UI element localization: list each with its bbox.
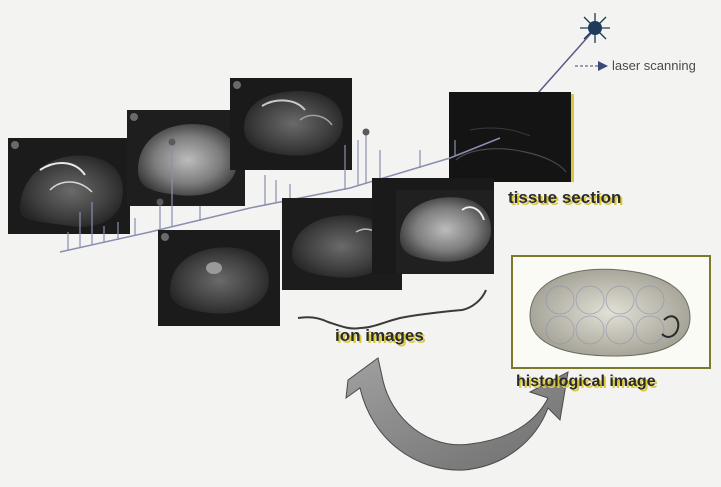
ion-image-panel-4 xyxy=(158,230,280,326)
ion-images-label: ion images xyxy=(335,326,424,346)
laser-scanning-label: laser scanning xyxy=(612,58,696,73)
ion-image-panel-1 xyxy=(8,138,130,234)
ion-image-panel-6 xyxy=(372,178,494,274)
ion-image-panel-3 xyxy=(230,78,352,170)
tissue-section-panel xyxy=(449,92,574,182)
ion-images-brace xyxy=(298,290,486,329)
histological-image-label: histological image xyxy=(516,373,656,391)
tissue-section-label: tissue section xyxy=(508,188,621,208)
ion-image-panel-2 xyxy=(127,110,245,206)
laser-star-icon xyxy=(580,13,610,43)
histological-image-panel xyxy=(512,256,710,368)
laser-scanning-arrow-icon xyxy=(575,61,608,71)
